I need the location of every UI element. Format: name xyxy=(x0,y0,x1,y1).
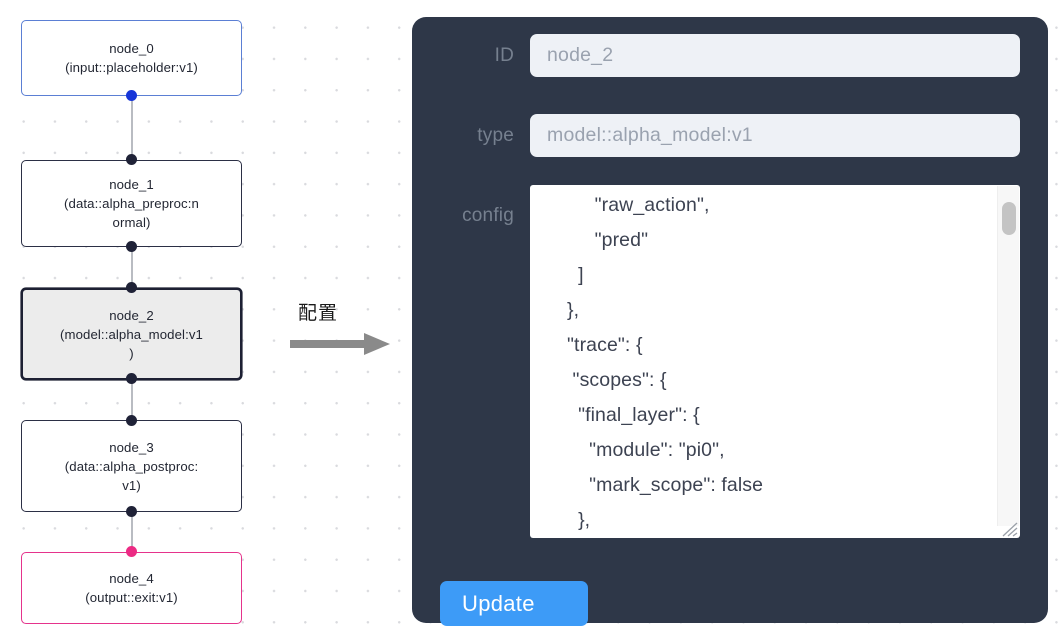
config-textarea-wrapper: "raw_action", "pred" ] }, "trace": { "sc… xyxy=(530,185,1020,538)
node-type-label-cont: ormal) xyxy=(112,215,151,230)
type-field-row: type xyxy=(412,114,1048,157)
id-input[interactable] xyxy=(530,34,1020,77)
graph-node-node_1[interactable]: node_1 (data::alpha_preproc:n ormal) xyxy=(21,160,242,247)
type-input[interactable] xyxy=(530,114,1020,157)
edge-node1-node2 xyxy=(130,243,133,292)
port-node3-input[interactable] xyxy=(126,415,137,426)
config-textarea[interactable]: "raw_action", "pred" ] }, "trace": { "sc… xyxy=(530,185,1020,538)
node-type-label-cont: v1) xyxy=(122,477,141,493)
node-type-label: (output::exit:v1) xyxy=(85,590,178,605)
config-field-row: config "raw_action", "pred" ] }, "trace"… xyxy=(412,185,1048,538)
update-button[interactable]: Update xyxy=(440,581,588,626)
node-type-label: (model::alpha_model:v1 xyxy=(60,326,203,342)
edge-node3-node4 xyxy=(130,508,133,556)
node-type-label-cont: ) xyxy=(129,345,134,361)
port-node4-input[interactable] xyxy=(126,546,137,557)
config-field-label: config xyxy=(462,205,514,226)
right-arrow-icon xyxy=(290,333,390,355)
id-field-row: ID xyxy=(412,34,1048,77)
node-id-label: node_0 xyxy=(109,41,154,56)
node-id-label: node_2 xyxy=(109,307,154,323)
port-node1-input[interactable] xyxy=(126,154,137,165)
node-type-label: (data::alpha_preproc:n xyxy=(64,196,199,211)
graph-node-node_0[interactable]: node_0 (input::placeholder:v1) xyxy=(21,20,242,96)
graph-node-node_2[interactable]: node_2 (model::alpha_model:v1 ) xyxy=(21,288,242,380)
node-id-label: node_4 xyxy=(109,571,154,586)
configure-annotation-label: 配置 xyxy=(298,302,339,324)
port-node1-output[interactable] xyxy=(126,241,137,252)
graph-node-node_3[interactable]: node_3 (data::alpha_postproc: v1) xyxy=(21,420,242,512)
port-node3-output[interactable] xyxy=(126,506,137,517)
edge-node2-node3 xyxy=(130,376,133,424)
type-field-label: type xyxy=(477,124,514,146)
node-id-label: node_3 xyxy=(109,439,154,455)
node-type-label: (data::alpha_postproc: xyxy=(64,458,199,474)
configure-annotation: 配置 xyxy=(290,298,394,360)
resize-handle-icon[interactable] xyxy=(998,521,1019,537)
port-node2-input[interactable] xyxy=(126,282,137,293)
config-scrollbar[interactable] xyxy=(997,186,1019,526)
node-type-label: (input::placeholder:v1) xyxy=(65,60,198,75)
node-config-panel: ID type config "raw_action", "pred" ] },… xyxy=(412,17,1048,626)
port-node2-output[interactable] xyxy=(126,373,137,384)
config-scrollbar-thumb[interactable] xyxy=(1001,202,1016,235)
edge-node0-node1 xyxy=(130,92,133,164)
port-node0-output[interactable] xyxy=(126,90,137,101)
graph-node-node_4[interactable]: node_4 (output::exit:v1) xyxy=(21,552,242,624)
id-field-label: ID xyxy=(494,44,514,66)
node-id-label: node_1 xyxy=(109,177,154,192)
